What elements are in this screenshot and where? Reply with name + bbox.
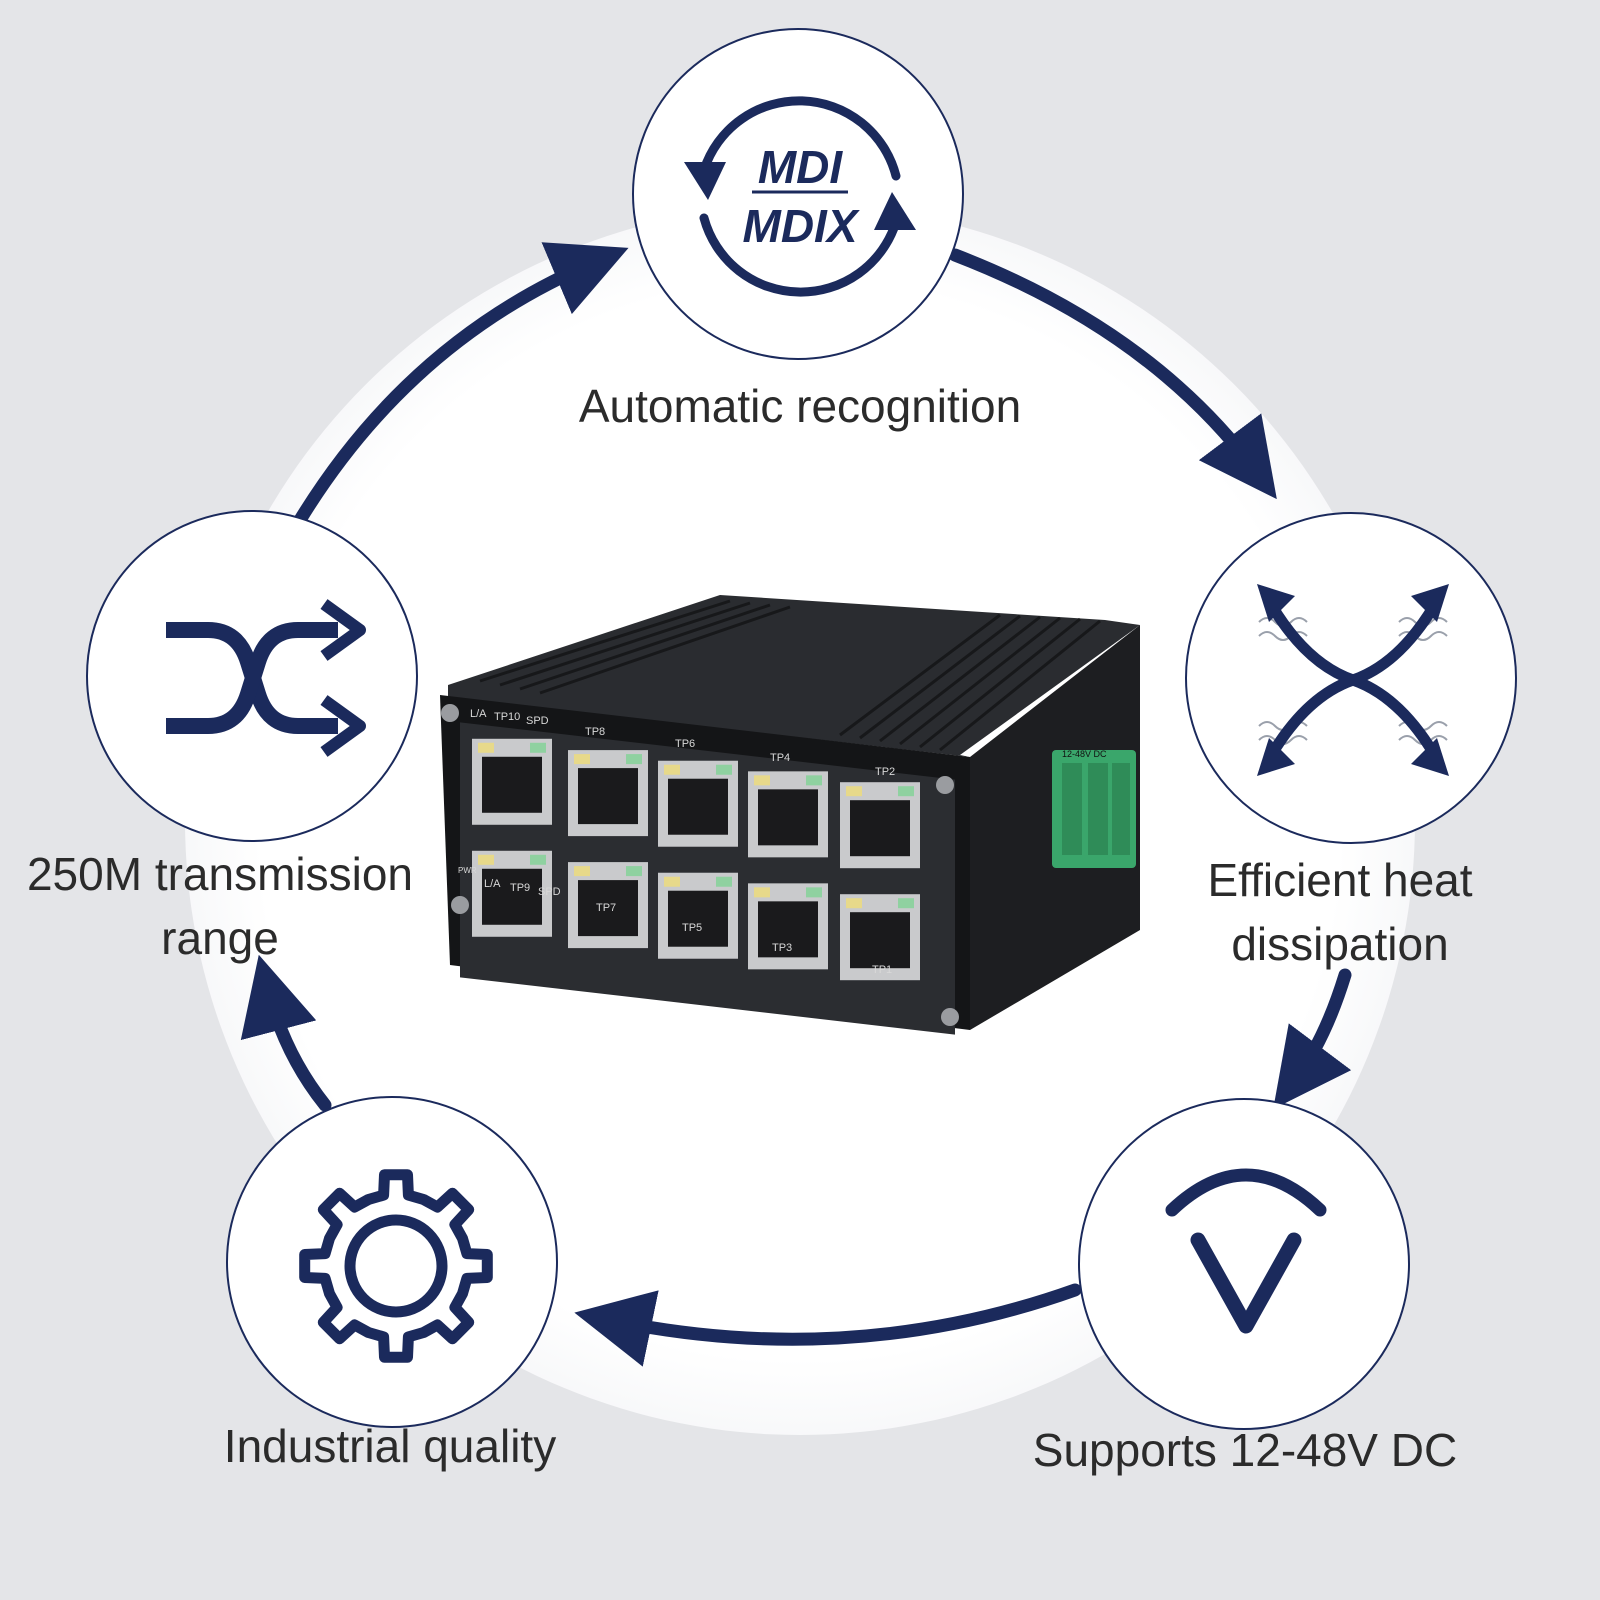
label-heat-line1: Efficient heat bbox=[1207, 854, 1473, 906]
rj45-port bbox=[748, 883, 828, 970]
badge-industrial-quality bbox=[226, 1096, 558, 1428]
rj45-port bbox=[568, 750, 648, 837]
rj45-port bbox=[472, 738, 552, 825]
port-label: TP7 bbox=[596, 902, 616, 914]
label-automatic-recognition: Automatic recognition bbox=[578, 380, 1022, 432]
label-transmission: 250M transmission range bbox=[10, 842, 430, 970]
label-voltage: Supports 12-48V DC bbox=[1032, 1424, 1458, 1476]
gear-icon bbox=[299, 1169, 493, 1363]
port-label: TP4 bbox=[770, 752, 790, 764]
badge-voltage bbox=[1078, 1098, 1410, 1430]
badge-automatic-recognition: MDI MDIX bbox=[632, 28, 964, 360]
arrow-upperleft-to-top bbox=[293, 242, 629, 527]
rj45-ports bbox=[472, 738, 920, 981]
voltage-gauge-icon bbox=[1165, 1168, 1327, 1334]
ethernet-switch-image: 12-48V DC L/A TP10 SPD TP8 TP6 TP4 TP2 P… bbox=[440, 595, 1140, 1035]
port-label: PWR bbox=[458, 866, 477, 875]
port-label: L/A bbox=[484, 878, 501, 890]
mdix-label: MDIX bbox=[743, 200, 860, 252]
port-label: SPD bbox=[538, 886, 561, 898]
heat-dissipation-arrows-icon bbox=[1257, 584, 1449, 776]
port-label: TP6 bbox=[675, 738, 695, 750]
port-label: TP8 bbox=[585, 726, 605, 738]
mdi-mdix-cycle-icon: MDI MDIX bbox=[684, 96, 916, 297]
rj45-port bbox=[748, 771, 828, 858]
rj45-port bbox=[840, 782, 920, 869]
port-label: TP10 bbox=[494, 711, 520, 723]
port-label: TP5 bbox=[682, 922, 702, 934]
arrow-top-to-right bbox=[948, 248, 1277, 500]
arrow-left-to-upperleft bbox=[240, 954, 332, 1112]
mdi-label: MDI bbox=[758, 141, 844, 193]
arrow-bottom-to-left bbox=[574, 1283, 1082, 1367]
badge-transmission bbox=[86, 510, 418, 842]
badge-heat-dissipation bbox=[1185, 512, 1517, 844]
port-label: TP1 bbox=[872, 964, 892, 976]
label-industrial-quality: Industrial quality bbox=[223, 1420, 557, 1472]
rj45-port bbox=[568, 862, 648, 949]
label-heat-dissipation: Efficient heat dissipation bbox=[1140, 848, 1540, 976]
rj45-port bbox=[840, 894, 920, 981]
rj45-port bbox=[472, 850, 552, 937]
arrow-right-to-bottom bbox=[1273, 968, 1352, 1110]
label-transmission-line1: 250M transmission bbox=[26, 848, 414, 900]
port-label: TP3 bbox=[772, 942, 792, 954]
label-heat-line2: dissipation bbox=[1231, 918, 1449, 970]
power-terminal-block: 12-48V DC bbox=[1052, 749, 1136, 868]
shuffle-arrows-icon bbox=[166, 599, 366, 757]
port-label: L/A bbox=[470, 708, 487, 720]
port-label: TP9 bbox=[510, 882, 530, 894]
label-transmission-line2: range bbox=[161, 912, 279, 964]
port-label: SPD bbox=[526, 715, 549, 727]
rj45-port bbox=[658, 760, 738, 847]
svg-text:12-48V DC: 12-48V DC bbox=[1062, 749, 1107, 759]
rj45-port bbox=[658, 872, 738, 959]
port-label: TP2 bbox=[875, 766, 895, 778]
